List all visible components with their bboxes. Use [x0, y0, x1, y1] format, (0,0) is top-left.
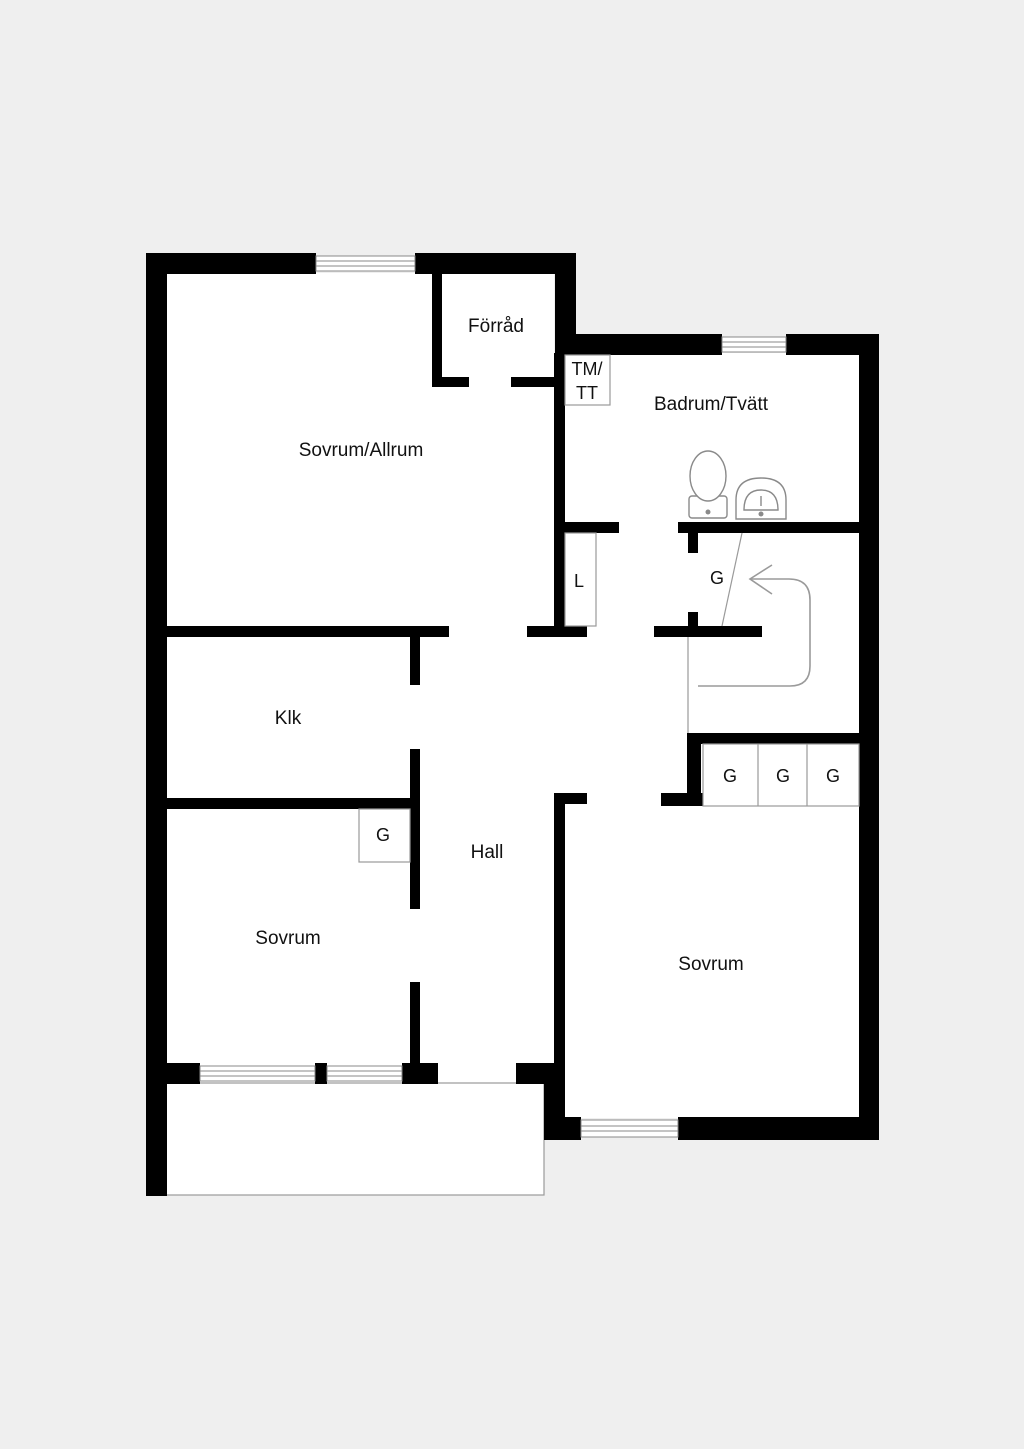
fixture-label-closet-2: G — [776, 766, 790, 786]
room-label-sovrum-allrum: Sovrum/Allrum — [299, 440, 424, 461]
window-icon — [721, 336, 787, 353]
room-label-forrad: Förråd — [468, 316, 524, 337]
room-label-badrum: Badrum/Tvätt — [654, 394, 769, 415]
thin-outlines — [358, 354, 860, 863]
window-icon — [326, 1065, 403, 1082]
fixture-label-tm: TM/ — [572, 359, 603, 379]
fixture-label-closet-stair: G — [710, 568, 724, 588]
room-label-hall: Hall — [471, 842, 504, 863]
window-icon — [199, 1065, 316, 1082]
toilet-icon — [688, 450, 728, 519]
room-label-sovrum-left: Sovrum — [255, 928, 320, 949]
room-label-klk: Klk — [275, 708, 302, 729]
fixture-label-closet-1: G — [723, 766, 737, 786]
window-icon — [315, 255, 416, 272]
fixture-label-linen: L — [574, 571, 584, 591]
outer-walls — [146, 253, 879, 1196]
interior-walls — [166, 273, 859, 1083]
windows — [199, 255, 787, 1138]
fixture-label-closet-3: G — [826, 766, 840, 786]
fixture-label-tt: TT — [576, 383, 598, 403]
window-icon — [580, 1119, 679, 1138]
room-labels: Sovrum/Allrum Förråd Badrum/Tvätt Klk Ha… — [255, 316, 768, 975]
fixture-label-closet-left: G — [376, 825, 390, 845]
fixture-labels: TM/ TT L G G G G G — [376, 359, 840, 845]
room-label-sovrum-right: Sovrum — [678, 954, 743, 975]
sink-icon — [735, 477, 787, 520]
stair-arrow-icon — [698, 564, 811, 687]
